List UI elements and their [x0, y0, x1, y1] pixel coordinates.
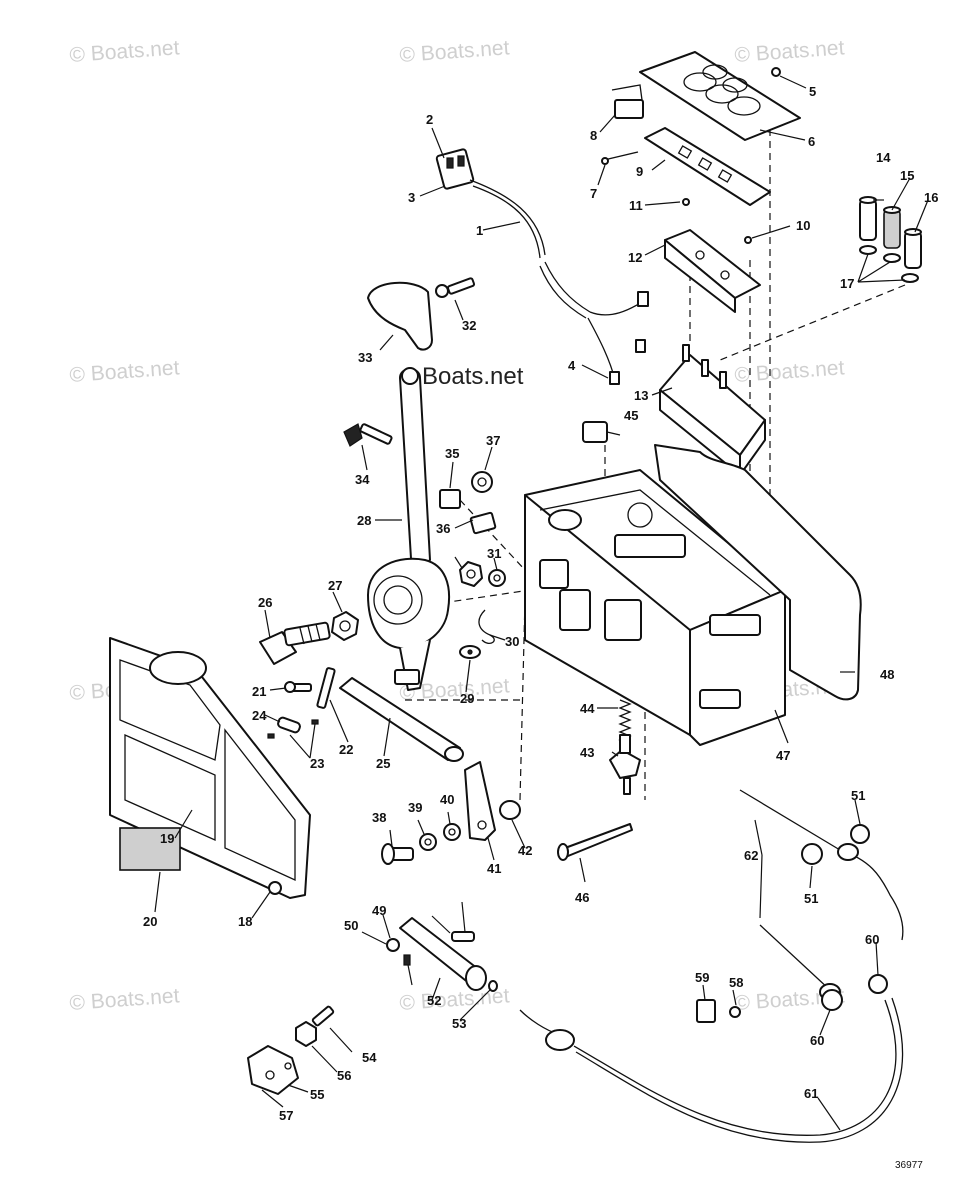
callout-57: 57 [279, 1108, 293, 1123]
callout-38: 38 [372, 810, 386, 825]
callout-58: 58 [729, 975, 743, 990]
lower-shaft-assembly [247, 917, 498, 1095]
callout-33: 33 [358, 350, 372, 365]
callout-8: 8 [590, 128, 597, 143]
callout-32: 32 [462, 318, 476, 333]
watermark-text: © Boats.net [69, 36, 181, 67]
callout-46: 46 [575, 890, 589, 905]
callout-41: 41 [487, 861, 501, 876]
drawing-number: 36977 [895, 1160, 923, 1171]
callout-10: 10 [796, 218, 810, 233]
callout-60: 60 [865, 932, 879, 947]
callout-29: 29 [460, 691, 474, 706]
callout-45: 45 [624, 408, 638, 423]
callout-28: 28 [357, 513, 371, 528]
callout-7: 7 [590, 186, 597, 201]
callout-12: 12 [628, 250, 642, 265]
leader-lines [154, 75, 929, 1131]
callout-47: 47 [776, 748, 790, 763]
callout-61: 61 [804, 1086, 818, 1101]
callout-6: 6 [808, 134, 815, 149]
callout-35: 35 [445, 446, 459, 461]
callout-3: 3 [408, 190, 415, 205]
cover-plate [109, 637, 311, 899]
callout-17: 17 [840, 276, 854, 291]
callout-13: 13 [634, 388, 648, 403]
callout-4: 4 [568, 358, 576, 373]
callout-31: 31 [487, 546, 501, 561]
callout-23: 23 [310, 756, 324, 771]
nut-27 [331, 611, 359, 641]
callout-9: 9 [636, 164, 643, 179]
callout-20: 20 [143, 914, 157, 929]
callout-43: 43 [580, 745, 594, 760]
callout-39: 39 [408, 800, 422, 815]
callout-2: 2 [426, 112, 433, 127]
callout-15: 15 [900, 168, 914, 183]
callout-34: 34 [355, 472, 370, 487]
callout-25: 25 [376, 756, 390, 771]
control-handle-arm [367, 367, 451, 691]
callout-42: 42 [518, 843, 532, 858]
callout-40: 40 [440, 792, 454, 807]
callout-11: 11 [629, 198, 643, 213]
bolt-26 [259, 621, 331, 665]
bracket-assembly [664, 198, 761, 313]
switch-caps [859, 196, 922, 283]
control-handle-knob [367, 277, 476, 351]
callout-18: 18 [238, 914, 252, 929]
housing-cover [654, 444, 862, 701]
small-hardware-lower [381, 761, 521, 865]
watermark-text: © Boats.net [69, 984, 181, 1015]
callout-48: 48 [880, 667, 894, 682]
callout-37: 37 [486, 433, 500, 448]
callout-60b: 60 [810, 1033, 824, 1048]
callout-56: 56 [337, 1068, 351, 1083]
callout-14: 14 [876, 150, 891, 165]
small-hardware-left [267, 667, 336, 895]
callout-5: 5 [809, 84, 816, 99]
watermark-text: © Boats.net [734, 36, 846, 67]
callout-49: 49 [372, 903, 386, 918]
wire-harness [435, 148, 649, 385]
callout-26: 26 [258, 595, 272, 610]
callout-27: 27 [328, 578, 342, 593]
callout-30: 30 [505, 634, 519, 649]
watermark-center-text: Boats.net [422, 363, 524, 390]
watermark-text: © Boats.net [399, 36, 511, 67]
callout-labels: 1 2 3 4 5 6 7 8 9 10 11 12 13 14 15 16 1… [143, 84, 938, 1171]
callout-44: 44 [580, 701, 595, 716]
spring-stud-screw [557, 699, 641, 861]
callout-52: 52 [427, 993, 441, 1008]
callout-62: 62 [744, 848, 758, 863]
callout-53: 53 [452, 1016, 466, 1031]
callout-54: 54 [362, 1050, 377, 1065]
callout-55: 55 [310, 1087, 324, 1102]
callout-21: 21 [252, 684, 266, 699]
callout-24: 24 [252, 708, 267, 723]
callout-1: 1 [476, 223, 483, 238]
callout-59: 59 [695, 970, 709, 985]
shaft-25 [339, 677, 464, 762]
callout-36: 36 [436, 521, 450, 536]
control-housing [524, 469, 786, 746]
callout-16: 16 [924, 190, 938, 205]
callout-22: 22 [339, 742, 353, 757]
callout-51: 51 [851, 788, 865, 803]
callout-19: 19 [160, 831, 174, 846]
callout-50: 50 [344, 918, 358, 933]
screw-34 [343, 423, 393, 447]
switch-panel-assembly [601, 51, 801, 206]
throttle-shift-cables [519, 789, 904, 1143]
watermark-text: © Boats.net [69, 356, 181, 387]
callout-51b: 51 [804, 891, 818, 906]
